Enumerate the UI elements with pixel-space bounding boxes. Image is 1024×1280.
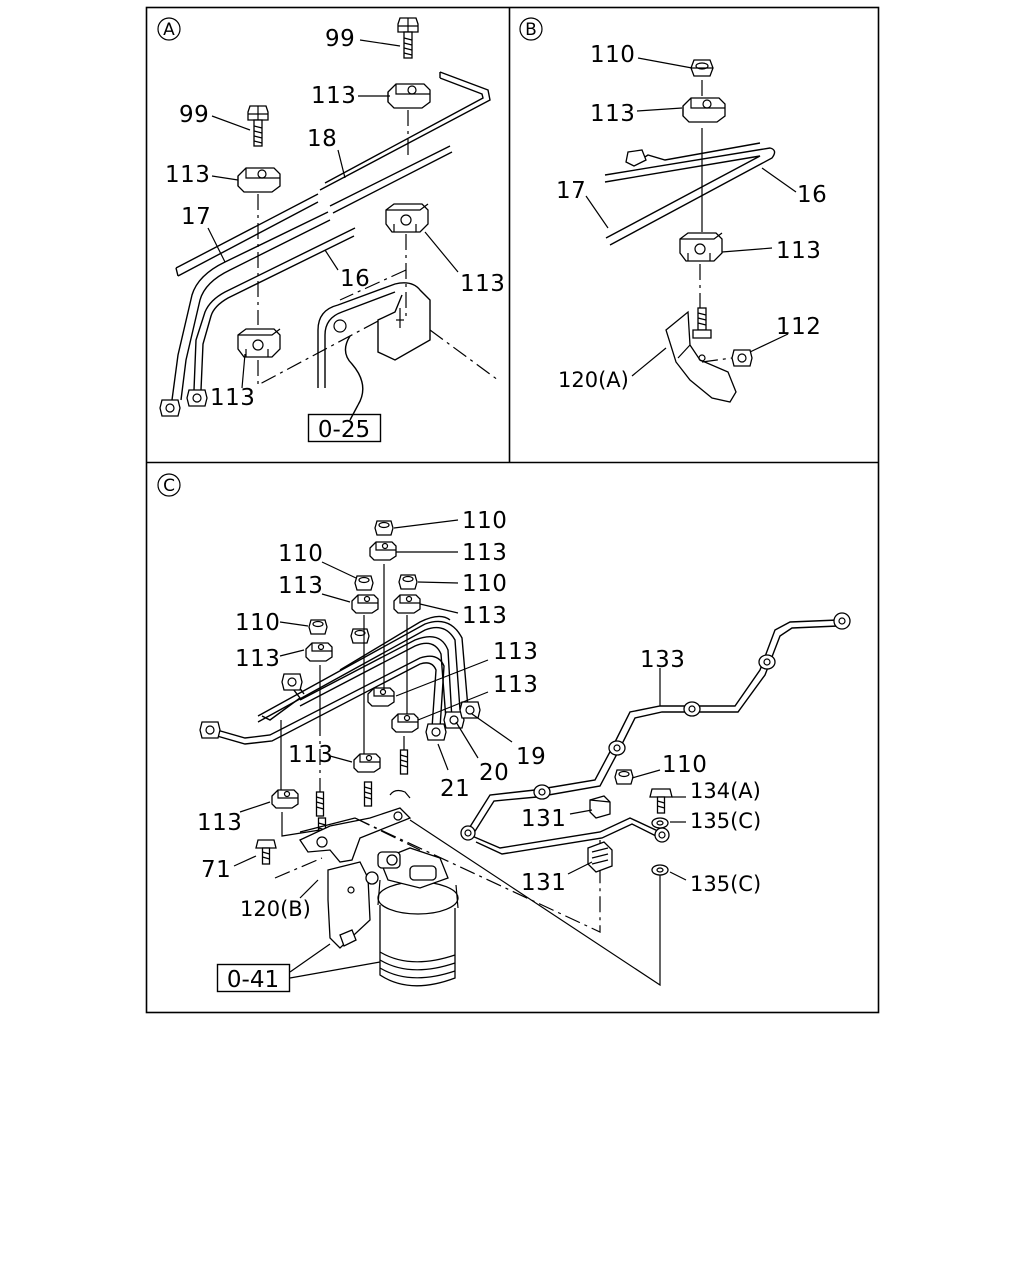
clamp-113-low [237,328,281,358]
bracket-120a [665,307,753,403]
label-113-c3: 113 [462,603,507,629]
fuel-pipes-b [604,142,776,246]
label-135c-bottom: 135(C) [690,872,761,896]
leaders-a [207,39,459,389]
ref-box-0-25[interactable]: 0-25 [307,413,382,444]
label-16-b: 16 [797,182,827,208]
label-135c-top: 135(C) [690,809,761,833]
label-120a: 120(A) [558,368,629,392]
panel-b-badge: B [519,17,543,41]
label-17: 17 [181,204,211,230]
nut-110-c5 [614,769,634,785]
label-99-top: 99 [325,26,355,52]
washer-135c-bottom [651,864,669,876]
label-113-mid: 113 [460,271,505,297]
label-16: 16 [340,266,370,292]
label-113-c2: 113 [278,573,323,599]
label-110-c3: 110 [462,571,507,597]
panel-a-letter: A [163,20,175,40]
clamp-113-c4 [305,642,333,662]
bolt-71 [255,839,277,865]
label-19: 19 [516,744,546,770]
leaders-c [233,519,687,979]
label-17-b: 17 [556,178,586,204]
label-113-c7: 113 [288,742,333,768]
label-113-b-low: 113 [776,238,821,264]
panel-a: A [157,17,505,444]
clamp-113-top [387,83,431,109]
label-113-c4: 113 [235,646,280,672]
label-113-b-top: 113 [590,101,635,127]
label-113-c6: 113 [493,672,538,698]
label-113-low: 113 [210,385,255,411]
panel-c: C [157,473,851,994]
label-112: 112 [776,314,821,340]
panel-b-letter: B [525,20,537,40]
label-21: 21 [440,776,470,802]
nut-110-c2 [354,575,374,591]
nut-110-b [690,59,714,77]
label-110-b: 110 [590,42,635,68]
label-99-left: 99 [179,102,209,128]
label-131-a: 131 [521,806,566,832]
label-113-c5: 113 [493,639,538,665]
leak-off-pipe-133 [460,612,851,855]
fuel-pipes-a [159,71,491,417]
bolt-99-top [397,17,419,59]
clamp-113-c5 [367,687,395,707]
label-110-c5: 110 [662,752,707,778]
label-120b: 120(B) [240,897,311,921]
clamp-113-c7 [353,753,381,773]
bracket-120b [299,789,412,949]
panel-b: B [519,17,827,403]
nut-110-c1 [374,520,394,536]
label-110-c4: 110 [235,610,280,636]
label-20: 20 [479,760,509,786]
clamp-113-b-low [679,232,723,262]
label-110-c2: 110 [278,541,323,567]
label-71: 71 [201,857,231,883]
clamp-113-c1 [369,541,397,561]
panel-c-letter: C [163,476,175,496]
ref-0-41-label: 0-41 [227,967,279,993]
nut-110-c3 [398,574,418,590]
label-133: 133 [640,647,685,673]
injection-pipes [199,615,481,745]
panel-a-badge: A [157,17,181,41]
label-113-top: 113 [311,83,356,109]
bracket-a [317,282,499,421]
bolt-99-left [247,105,269,147]
ref-box-0-41[interactable]: 0-41 [216,963,291,994]
panel-c-badge: C [157,473,181,497]
clip-131b [587,841,613,873]
label-131-b: 131 [521,870,566,896]
ref-0-25-label: 0-25 [318,417,370,443]
clamp-113-c3 [393,594,421,614]
label-113-c8: 113 [197,810,242,836]
bolt-134a [649,788,673,814]
panel-frames [145,6,880,1014]
leaders-b [585,57,797,377]
label-110-c1: 110 [462,508,507,534]
clamp-113-mid [385,203,429,233]
clamp-113-left [237,167,281,193]
clamp-113-c6 [391,713,419,733]
clamp-113-c8 [271,789,299,809]
clip-131a [589,795,611,819]
label-113-c1: 113 [462,540,507,566]
label-134a: 134(A) [690,779,761,803]
clamp-113-c2 [351,594,379,614]
fuel-filter [365,847,459,987]
label-113-left: 113 [165,162,210,188]
washer-135c-top [651,817,669,829]
nut-110-c4 [308,619,328,635]
clamp-113-b-top [682,97,726,123]
label-18: 18 [307,126,337,152]
